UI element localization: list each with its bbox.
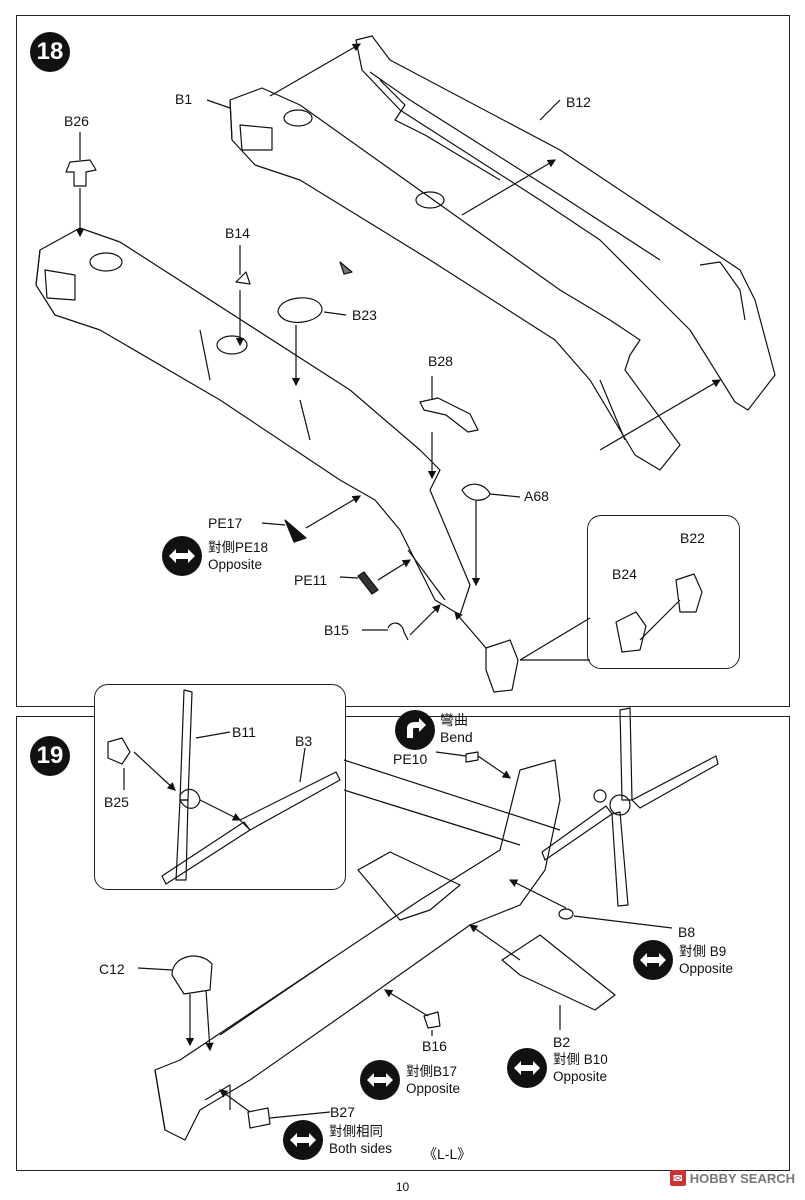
double-arrow-icon — [283, 1120, 323, 1160]
note-opposite-b9: 對側 B9 Opposite — [633, 940, 733, 980]
note-opposite-b10: 對側 B10 Opposite — [507, 1048, 608, 1088]
note-line-chinese: 對側PE18 — [208, 540, 269, 555]
part-label-b8: B8 — [678, 924, 696, 940]
double-arrow-icon — [162, 536, 202, 576]
part-label-b2: B2 — [553, 1034, 571, 1050]
section-mark: 《L-L》 — [423, 1146, 472, 1162]
part-label-a68: A68 — [524, 488, 549, 504]
bend-text: 彎曲 Bend — [440, 712, 473, 746]
part-label-c12: C12 — [99, 961, 125, 977]
part-label-b23: B23 — [352, 307, 377, 323]
part-label-b22: B22 — [680, 530, 705, 546]
part-label-pe11: PE11 — [294, 572, 328, 588]
watermark: ✉ HOBBY SEARCH — [669, 1170, 795, 1186]
bend-icon — [395, 710, 435, 750]
watermark-text: HOBBY SEARCH — [689, 1170, 795, 1186]
hobby-search-logo-icon: ✉ — [669, 1170, 686, 1186]
double-arrow-icon — [633, 940, 673, 980]
part-label-b15: B15 — [324, 622, 349, 638]
note-line-english: Opposite — [406, 1081, 461, 1096]
note-line-chinese: 對側相同 — [329, 1124, 383, 1139]
part-label-b11: B11 — [232, 724, 256, 740]
step-19-rotor-inset — [94, 684, 346, 890]
part-label-b26: B26 — [64, 113, 89, 129]
note-line-chinese: 對側 B10 — [553, 1052, 608, 1067]
part-label-b14: B14 — [225, 225, 250, 241]
part-label-b24: B24 — [612, 566, 637, 582]
part-label-pe17: PE17 — [208, 515, 243, 531]
part-label-pe10: PE10 — [393, 751, 428, 767]
note-opposite-pe18: 對側PE18 Opposite — [162, 536, 268, 576]
note-line-english: Opposite — [553, 1069, 608, 1084]
note-line-english: Opposite — [208, 557, 263, 572]
step-18-detail-inset — [587, 515, 740, 669]
note-opposite-b17: 對側B17 Opposite — [360, 1060, 460, 1100]
step-18-badge: 18 — [30, 32, 70, 72]
step-19-badge: 19 — [30, 736, 70, 776]
note-line-chinese: 對側 B9 — [679, 944, 727, 959]
double-arrow-icon — [507, 1048, 547, 1088]
bend-line-chinese: 彎曲 — [440, 712, 468, 728]
note-line-chinese: 對側B17 — [406, 1064, 458, 1079]
part-label-b28: B28 — [428, 353, 453, 369]
page-number: 10 — [395, 1180, 410, 1194]
note-line-english: Opposite — [679, 961, 734, 976]
part-label-b25: B25 — [104, 794, 129, 810]
note-line-english: Both sides — [329, 1141, 393, 1156]
part-label-b3: B3 — [295, 733, 313, 749]
part-label-b16: B16 — [422, 1038, 447, 1054]
part-label-b12: B12 — [566, 94, 591, 110]
double-arrow-icon — [360, 1060, 400, 1100]
note-both-sides: 對側相同 Both sides — [283, 1120, 392, 1160]
bend-line-english: Bend — [440, 729, 473, 745]
part-label-b1: B1 — [175, 91, 193, 107]
part-label-b27: B27 — [330, 1104, 355, 1120]
